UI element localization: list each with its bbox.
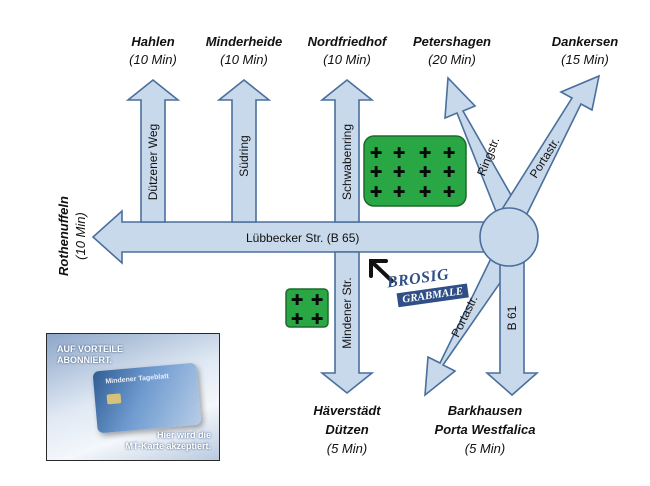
duetzener-weg-road xyxy=(125,78,181,223)
cross-icon: ✚ xyxy=(393,163,406,181)
cross-icon: ✚ xyxy=(419,163,432,181)
dest-dankersen-name: Dankersen xyxy=(552,34,619,49)
duetzener-weg-label: Dützener Weg xyxy=(146,124,160,200)
cross-icon: ✚ xyxy=(291,291,304,309)
dest-petershagen-time: (20 Min) xyxy=(428,52,476,67)
dest-nordfriedhof-name: Nordfriedhof xyxy=(308,34,388,49)
dest-dankersen-time: (15 Min) xyxy=(561,52,609,67)
dest-hahlen-name: Hahlen xyxy=(131,34,174,49)
cross-icon: ✚ xyxy=(419,183,432,201)
cross-icon: ✚ xyxy=(393,183,406,201)
promo-footer-2: MT-Karte akzeptiert. xyxy=(125,441,211,451)
b61-label: B 61 xyxy=(505,305,519,330)
card-chip-icon xyxy=(106,393,122,405)
dest-barkhausen-line1: Barkhausen xyxy=(448,403,522,418)
b61-road xyxy=(484,249,540,397)
dest-minderheide-name: Minderheide xyxy=(206,34,283,49)
dest-hahlen-time: (10 Min) xyxy=(129,52,177,67)
mindener-str-road xyxy=(319,251,375,395)
dest-haeverstaedt-time: (5 Min) xyxy=(327,441,367,456)
portastr-upper-road xyxy=(497,74,601,228)
promo-footer-1: Hier wird die xyxy=(156,430,211,440)
schwabenring-label: Schwabenring xyxy=(340,124,354,200)
cemetery-large-crosses: ✚ ✚ ✚ ✚ ✚ ✚ ✚ ✚ ✚ ✚ ✚ ✚ xyxy=(370,144,456,201)
cross-icon: ✚ xyxy=(370,144,383,162)
suedring-label: Südring xyxy=(237,135,251,176)
card-brand: Mindener Tageblatt xyxy=(105,373,170,386)
dest-rothenuffeln-time: (10 Min) xyxy=(73,212,88,260)
cross-icon: ✚ xyxy=(443,144,456,162)
dest-barkhausen-line2: Porta Westfalica xyxy=(435,422,536,437)
cross-icon: ✚ xyxy=(311,291,324,309)
dest-rothenuffeln-name: Rothenuffeln xyxy=(56,196,71,276)
cross-icon: ✚ xyxy=(419,144,432,162)
schwabenring-road xyxy=(319,78,375,223)
dest-haeverstaedt-line2: Dützen xyxy=(325,422,368,437)
mt-card-image: Mindener Tageblatt xyxy=(92,362,202,434)
dest-minderheide-time: (10 Min) xyxy=(220,52,268,67)
cross-icon: ✚ xyxy=(443,183,456,201)
dest-petershagen-name: Petershagen xyxy=(413,34,491,49)
mindener-str-label: Mindener Str. xyxy=(340,277,354,348)
dest-barkhausen-time: (5 Min) xyxy=(465,441,505,456)
suedring-road xyxy=(216,78,272,223)
cross-icon: ✚ xyxy=(311,310,324,328)
cross-icon: ✚ xyxy=(370,163,383,181)
cemetery-large xyxy=(363,135,467,207)
promo-headline-2: ABONNIERT. xyxy=(57,355,113,365)
main-road-label: Lübbecker Str. (B 65) xyxy=(246,231,359,245)
promo-headline-1: AUF VORTEILE xyxy=(57,344,124,354)
location-pointer-arrow-icon xyxy=(369,259,394,283)
cross-icon: ✚ xyxy=(393,144,406,162)
promo-footer: Hier wird die MT-Karte akzeptiert. xyxy=(91,430,211,452)
mt-card-promo: AUF VORTEILE ABONNIERT. Mindener Tagebla… xyxy=(46,333,220,461)
cemetery-small-crosses: ✚ ✚ ✚ ✚ xyxy=(291,291,324,328)
cemetery-small xyxy=(285,288,329,328)
roundabout xyxy=(479,207,539,267)
dest-haeverstaedt-line1: Häverstädt xyxy=(313,403,381,418)
cross-icon: ✚ xyxy=(443,163,456,181)
cross-icon: ✚ xyxy=(370,183,383,201)
dest-nordfriedhof-time: (10 Min) xyxy=(323,52,371,67)
cross-icon: ✚ xyxy=(291,310,304,328)
promo-headline: AUF VORTEILE ABONNIERT. xyxy=(57,344,147,366)
main-road-arrow xyxy=(91,209,509,265)
